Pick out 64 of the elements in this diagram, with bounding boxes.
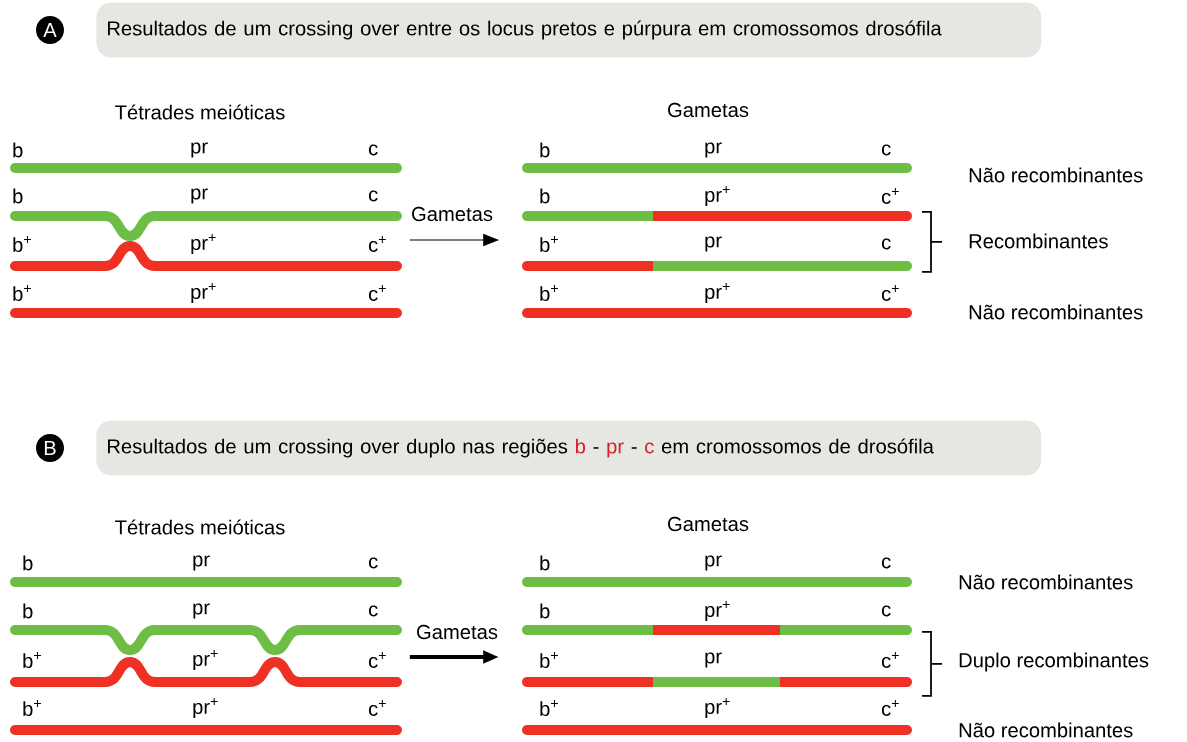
allele-label: c	[881, 238, 891, 250]
allele-label: b$^{+}$	[540, 700, 558, 716]
allele-label: pr$^{+}$	[705, 698, 730, 718]
allele-label: c	[368, 144, 378, 156]
allele-label: b$^{+}$	[23, 652, 41, 668]
allele-label: pr$^{+}$	[193, 698, 218, 718]
group-label: Recombinantes	[969, 233, 1108, 249]
allele-label: b	[540, 555, 550, 571]
allele-label: c$^{+}$	[881, 188, 899, 204]
allele-label: pr	[191, 142, 208, 158]
allele-label: pr$^{+}$	[705, 283, 730, 303]
allele-label: c	[881, 557, 891, 569]
group-title: Gametas	[668, 516, 749, 532]
group-label: Não recombinantes	[969, 167, 1143, 183]
group-label: Não recombinantes	[969, 304, 1143, 320]
heading-box: Resultados de um crossing over entre os locus pretos e púrpura em cromossomos drosófila	[96, 2, 1042, 58]
allele-label: b	[540, 188, 550, 204]
allele-label: b$^{+}$	[23, 700, 41, 716]
allele-label: c$^{+}$	[368, 285, 386, 301]
allele-label: pr	[705, 236, 722, 252]
group-title: Tétrades meióticas	[115, 519, 285, 535]
allele-label: pr	[191, 188, 208, 204]
allele-label: c$^{+}$	[881, 285, 899, 301]
allele-label: pr$^{+}$	[193, 650, 218, 670]
allele-label: pr	[705, 652, 722, 668]
allele-label: pr	[705, 555, 722, 571]
allele-label: c	[368, 557, 378, 569]
allele-label: c$^{+}$	[368, 700, 386, 716]
allele-label: pr$^{+}$	[191, 234, 216, 254]
allele-label: b	[13, 188, 23, 204]
allele-label: c	[881, 605, 891, 617]
edge-label: Gametas	[409, 205, 495, 223]
group-label: Não recombinantes	[959, 574, 1133, 590]
allele-label: c$^{+}$	[368, 652, 386, 668]
allele-label: b	[540, 142, 550, 158]
group-title: Tétrades meióticas	[115, 104, 285, 120]
allele-label: b	[13, 142, 23, 158]
allele-label: b$^{+}$	[540, 652, 558, 668]
allele-label: pr	[705, 142, 722, 158]
allele-label: b$^{+}$	[13, 285, 31, 301]
allele-label: pr	[193, 555, 210, 571]
allele-label: b$^{+}$	[540, 236, 558, 252]
group-label: Duplo recombinantes	[959, 652, 1149, 672]
allele-label: c$^{+}$	[368, 236, 386, 252]
heading-box: Resultados de um crossing over duplo nas regiões b - pr - c em cromossomos de drosófila	[96, 420, 1042, 476]
group-title: Gametas	[668, 102, 749, 118]
allele-label: b$^{+}$	[540, 285, 558, 301]
panel-badge: A	[36, 16, 64, 44]
allele-label: b	[23, 603, 33, 619]
panel-badge: B	[36, 434, 64, 462]
allele-label: b	[23, 555, 33, 571]
allele-label: c	[881, 144, 891, 156]
edge-label: Gametas	[414, 623, 500, 641]
allele-label: c$^{+}$	[881, 652, 899, 668]
allele-label: c	[368, 190, 378, 202]
group-label: Não recombinantes	[959, 722, 1133, 738]
allele-label: pr$^{+}$	[705, 601, 730, 621]
allele-label: c$^{+}$	[881, 700, 899, 716]
allele-label: pr$^{+}$	[705, 186, 730, 206]
allele-label: pr$^{+}$	[191, 283, 216, 303]
allele-label: pr	[193, 603, 210, 619]
allele-label: b	[540, 603, 550, 619]
allele-label: c	[368, 605, 378, 617]
allele-label: b$^{+}$	[13, 236, 31, 252]
